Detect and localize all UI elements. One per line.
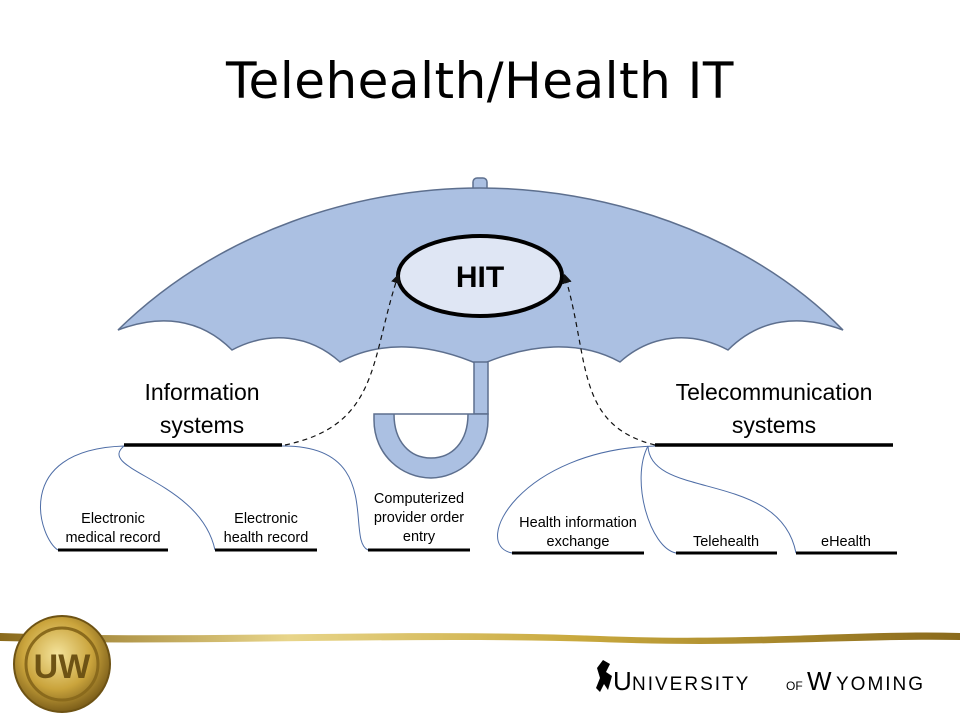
- slide-title: Telehealth/Health IT: [226, 52, 734, 110]
- connector-hie: [497, 445, 656, 554]
- wordmark-yoming: YOMING: [836, 674, 925, 695]
- wordmark-w: W: [807, 666, 832, 696]
- connector-ehealth: [647, 445, 797, 554]
- connector-emr: [40, 445, 125, 551]
- connector-telehealth: [640, 445, 677, 554]
- connector-ehr: [118, 445, 216, 551]
- telecommunication-systems-label-2: systems: [732, 412, 816, 438]
- emr-label-2: medical record: [65, 530, 160, 546]
- wordmark-of: OF: [786, 679, 803, 693]
- footer-gold-bar: [0, 632, 960, 644]
- right-dashed-arrow: [562, 273, 656, 446]
- umbrella-handle: [473, 361, 489, 415]
- wordmark-u: U: [613, 666, 632, 696]
- connector-cpoe: [281, 445, 369, 551]
- ehealth-label: eHealth: [821, 534, 871, 550]
- cpoe-label-2: provider order: [374, 510, 464, 526]
- umbrella-handle-hook: [373, 413, 489, 479]
- hie-label-2: exchange: [547, 534, 610, 550]
- university-wordmark: U NIVERSITY OF W YOMING: [596, 660, 925, 696]
- wordmark-niversity: NIVERSITY: [632, 674, 750, 695]
- telehealth-label: Telehealth: [693, 534, 759, 550]
- seal-letters: UW: [34, 648, 92, 686]
- cpoe-label-1: Computerized: [374, 491, 464, 507]
- ehr-label-1: Electronic: [234, 511, 298, 527]
- university-seal-icon: UW: [13, 615, 111, 713]
- cpoe-label-3: entry: [403, 529, 436, 545]
- hit-label: HIT: [456, 261, 504, 294]
- emr-label-1: Electronic: [81, 511, 145, 527]
- connectors: [40, 445, 797, 554]
- telecommunication-systems-label-1: Telecommunication: [676, 379, 873, 405]
- information-systems-label-2: systems: [160, 412, 244, 438]
- ehr-label-2: health record: [224, 530, 309, 546]
- information-systems-label-1: Information: [144, 379, 259, 405]
- bucking-horse-icon: [596, 660, 612, 692]
- hie-label-1: Health information: [519, 515, 637, 531]
